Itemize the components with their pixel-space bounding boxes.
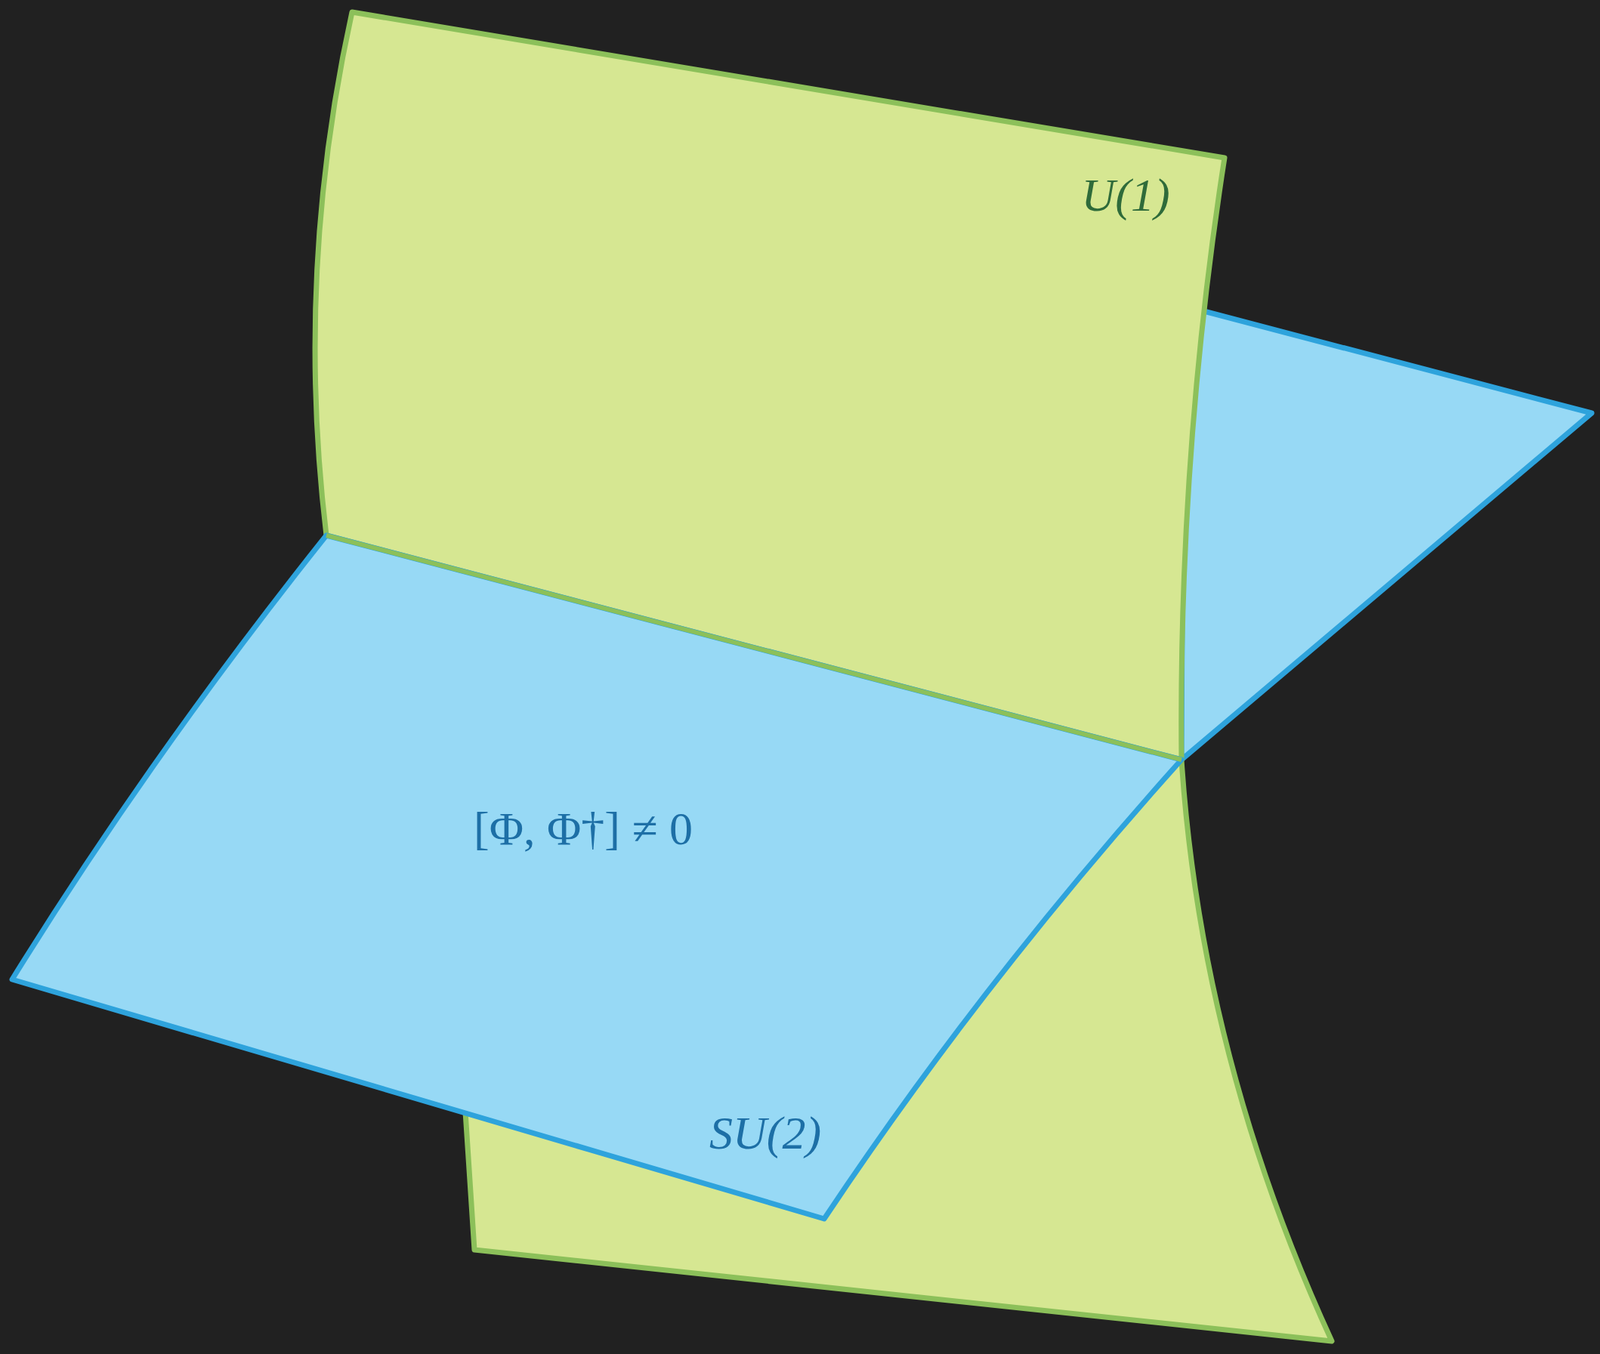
group-label: SU(2) bbox=[709, 1109, 822, 1157]
fold-line bbox=[326, 535, 1182, 760]
su2-sheet-back bbox=[1181, 305, 1592, 760]
condition-label: [Φ, Φ†] ≠ 0 bbox=[473, 805, 693, 853]
group-label: U(1) bbox=[1081, 171, 1170, 219]
su2-sheet-front bbox=[12, 535, 1182, 1220]
